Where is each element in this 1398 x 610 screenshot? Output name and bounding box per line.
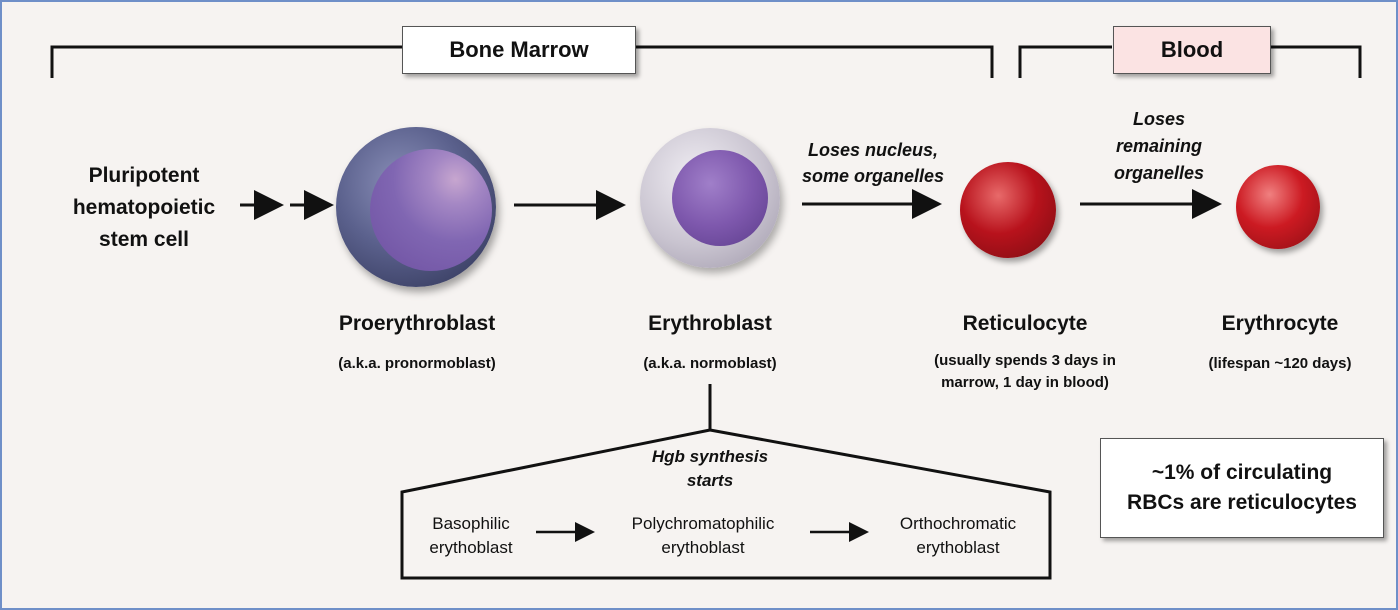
loses-nucleus-label: Loses nucleus, some organelles [784,137,962,189]
erythroblast-nucleus [672,150,768,246]
stem-cell-label: Pluripotent hematopoietic stem cell [54,160,234,256]
proerythroblast-aka: (a.k.a. pronormoblast) [302,353,532,375]
stage-polychromatophilic: Polychromatophilic erythoblast [598,512,808,560]
erythroblast-name: Erythroblast [600,312,820,336]
blood-box: Blood [1113,26,1271,74]
reticulocyte-note: (usually spends 3 days in marrow, 1 day … [890,350,1160,394]
erythroblast-aka: (a.k.a. normoblast) [600,353,820,375]
stage-orthochromatic: Orthochromatic erythoblast [872,512,1044,560]
bone-marrow-bracket-right [636,47,992,78]
loses-remaining-label: Loses remaining organelles [1084,106,1234,187]
reticulocyte-name: Reticulocyte [910,312,1140,336]
proerythroblast-name: Proerythroblast [302,312,532,336]
bone-marrow-box: Bone Marrow [402,26,636,74]
erythrocyte-cell [1236,165,1320,249]
proerythroblast-cell [336,127,496,287]
blood-bracket [1020,47,1112,78]
bone-marrow-bracket [52,47,402,78]
blood-bracket-right [1270,47,1360,78]
proerythroblast-nucleus [370,149,492,271]
erythrocyte-note: (lifespan ~120 days) [1182,353,1378,375]
erythroblast-cell [640,128,780,268]
reticulocyte-callout: ~1% of circulating RBCs are reticulocyte… [1100,438,1384,538]
reticulocyte-cell [960,162,1056,258]
stage-basophilic: Basophilic erythoblast [406,512,536,560]
hgb-synthesis-label: Hgb synthesis starts [620,445,800,493]
erythrocyte-name: Erythrocyte [1182,312,1378,336]
